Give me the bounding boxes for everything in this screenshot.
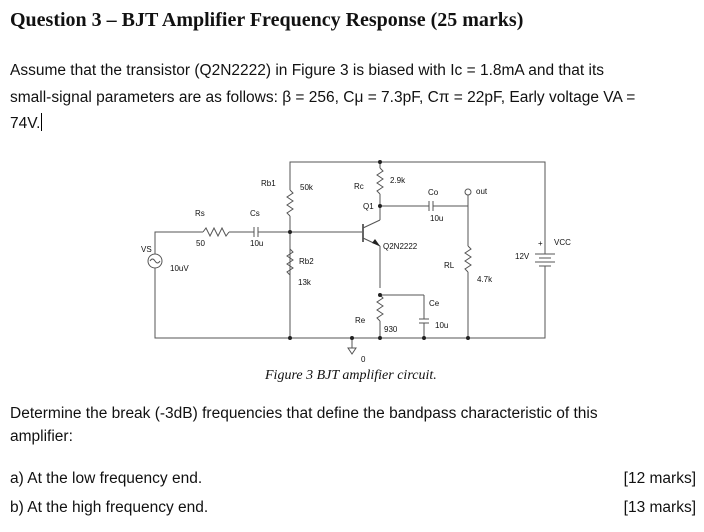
ce-label: Ce <box>429 299 440 308</box>
rs-value: 50 <box>196 239 205 248</box>
intro-line-3: 74V. <box>10 115 41 132</box>
intro-paragraph: Assume that the transistor (Q2N2222) in … <box>10 58 690 138</box>
part-b-marks: [13 marks] <box>623 499 696 516</box>
text-cursor <box>41 113 43 131</box>
intro-line-1: Assume that the transistor (Q2N2222) in … <box>10 62 605 79</box>
rc-value: 2.9k <box>390 176 406 185</box>
junction-dot <box>288 230 292 234</box>
q1-emitter-arrow <box>372 239 380 246</box>
junction-dot <box>350 336 354 340</box>
rb1-resistor <box>286 189 294 217</box>
wire-top-rail <box>289 161 546 246</box>
junction-dot <box>378 293 382 297</box>
ce-value: 10u <box>435 321 448 330</box>
vs-source-symbol <box>147 253 163 269</box>
rb1-label: Rb1 <box>261 179 276 188</box>
junction-dot <box>466 336 470 340</box>
re-label: Re <box>355 316 366 325</box>
q1-part-label: Q2N2222 <box>383 242 418 251</box>
vcc-value: 12V <box>515 252 530 261</box>
cs-value: 10u <box>250 239 263 248</box>
rb2-label: Rb2 <box>299 257 314 266</box>
junction-dot <box>422 336 426 340</box>
cs-label: Cs <box>250 209 260 218</box>
re-value: 930 <box>384 325 398 334</box>
part-a-text: a) At the low frequency end. <box>10 470 203 487</box>
rb1-value: 50k <box>300 183 314 192</box>
rl-label: RL <box>444 261 455 270</box>
rc-label: Rc <box>354 182 364 191</box>
ground-label: 0 <box>361 355 366 364</box>
co-label: Co <box>428 188 439 197</box>
re-resistor <box>376 294 384 322</box>
circuit-diagram: Rb1 50k Rc 2.9k Co 10u out Q1 Q2N2222 Rs… <box>141 160 571 364</box>
rs-label: Rs <box>195 209 205 218</box>
q1-label: Q1 <box>363 202 374 211</box>
rl-value: 4.7k <box>477 275 493 284</box>
junction-dot <box>378 336 382 340</box>
rs-resistor <box>202 226 230 238</box>
ground-symbol <box>347 347 357 355</box>
vcc-plus-sign: + <box>538 239 543 248</box>
figure-caption: Figure 3 BJT amplifier circuit. <box>265 368 437 383</box>
vcc-label: VCC <box>554 238 571 247</box>
intro-line-2: small-signal parameters are as follows: … <box>10 88 636 106</box>
part-b-text: b) At the high frequency end. <box>10 499 209 516</box>
junction-dot <box>288 336 292 340</box>
question-title: Question 3 – BJT Amplifier Frequency Res… <box>10 9 524 31</box>
rc-resistor <box>376 167 384 195</box>
rl-resistor <box>464 245 472 273</box>
vs-label: VS <box>141 245 152 254</box>
prompt-line-2: amplifier: <box>10 428 73 445</box>
out-label: out <box>476 187 488 196</box>
prompt-paragraph: Determine the break (-3dB) frequencies t… <box>10 402 690 448</box>
part-a-marks: [12 marks] <box>623 470 696 487</box>
out-terminal <box>464 188 472 196</box>
junction-dot <box>378 160 382 164</box>
co-value: 10u <box>430 214 443 223</box>
rb2-resistor <box>286 248 294 276</box>
prompt-line-1: Determine the break (-3dB) frequencies t… <box>10 405 598 422</box>
junction-dot <box>378 204 382 208</box>
vs-value: 10uV <box>170 264 189 273</box>
rb2-value: 13k <box>298 278 312 287</box>
